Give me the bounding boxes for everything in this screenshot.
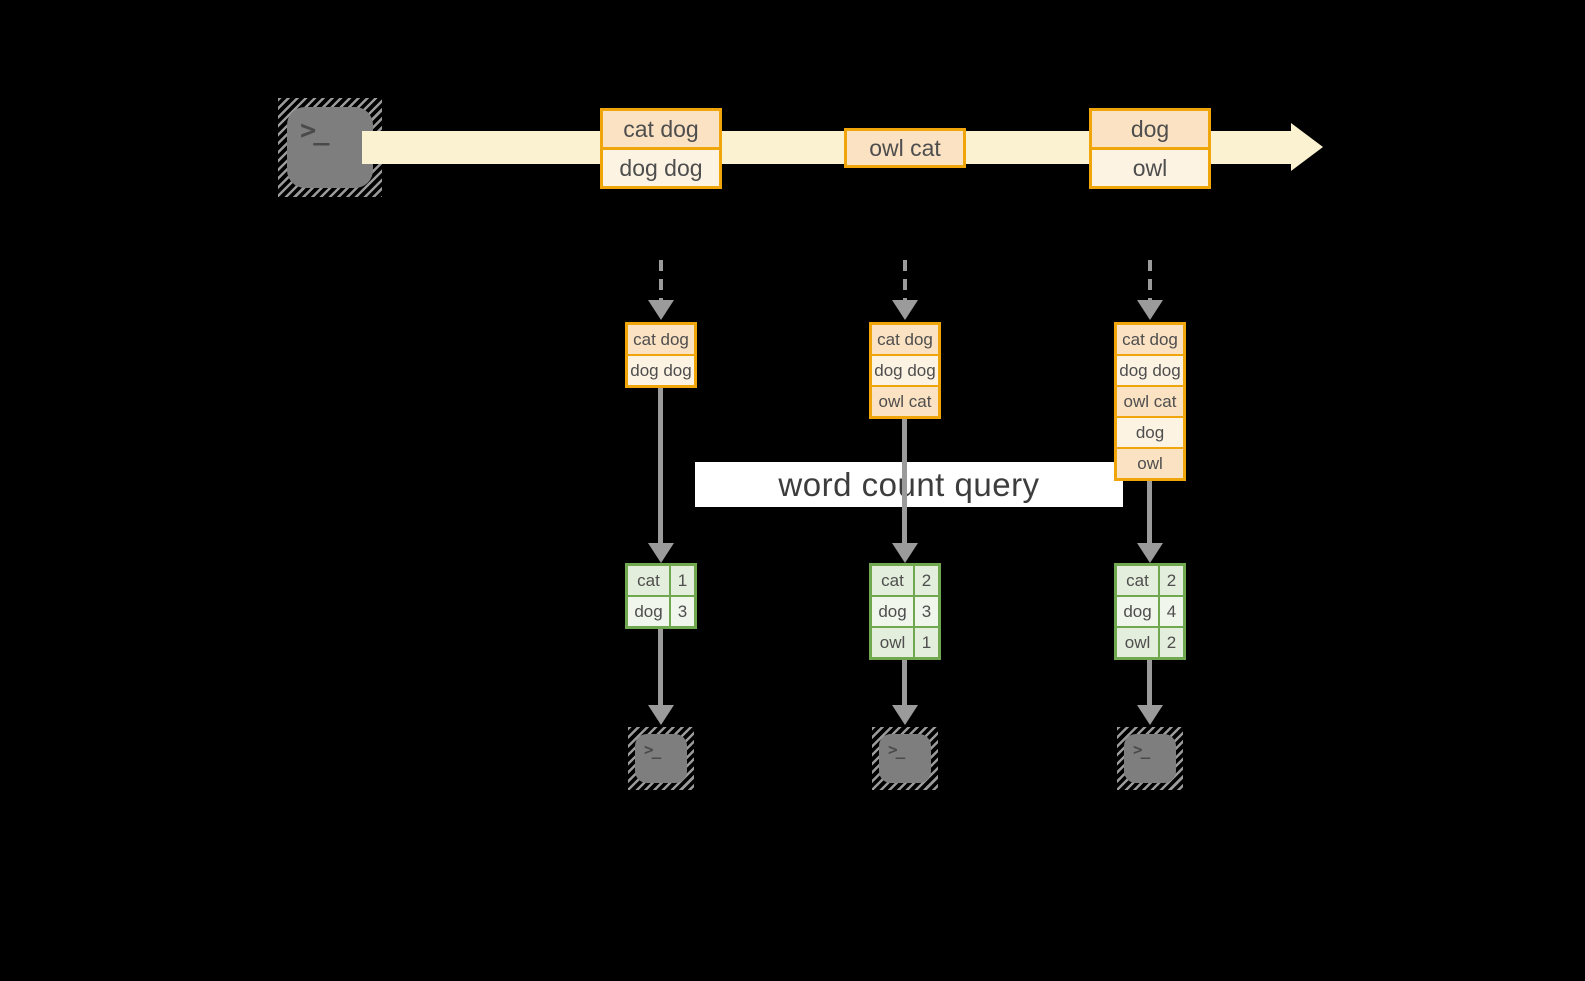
terminal-prompt-icon: >_ bbox=[1133, 740, 1150, 759]
arrowhead-icon bbox=[892, 543, 918, 563]
buffer-line: owl bbox=[1117, 447, 1183, 478]
terminal-prompt-icon: >_ bbox=[644, 740, 661, 759]
sink-terminal-icon: >_ bbox=[628, 727, 694, 790]
buffer-line: owl cat bbox=[872, 385, 938, 416]
banner-label: word count query bbox=[778, 465, 1040, 503]
count-cell: 4 bbox=[1158, 597, 1183, 626]
terminal-screen: >_ bbox=[1124, 734, 1176, 783]
word-cell: dog bbox=[872, 597, 913, 626]
count-table-2: cat 2 dog 3 owl 1 bbox=[869, 563, 941, 660]
buffer-line: dog dog bbox=[628, 354, 694, 385]
word-cell: dog bbox=[628, 597, 669, 626]
stream-event-2: owl cat bbox=[844, 128, 966, 168]
count-table-1: cat 1 dog 3 bbox=[625, 563, 697, 629]
buffer-line: dog bbox=[1117, 416, 1183, 447]
arrowhead-icon bbox=[892, 705, 918, 725]
sample-dashed-line bbox=[659, 260, 663, 301]
table-row: owl 2 bbox=[1117, 626, 1183, 657]
word-count-query-banner: word count query bbox=[695, 462, 1123, 507]
sample-dashed-line bbox=[1148, 260, 1152, 301]
terminal-screen: >_ bbox=[879, 734, 931, 783]
buffer-line: cat dog bbox=[872, 325, 938, 354]
word-cell: owl bbox=[872, 628, 913, 657]
word-cell: dog bbox=[1117, 597, 1158, 626]
stream-arrowhead-icon bbox=[1291, 123, 1323, 171]
table-row: owl 1 bbox=[872, 626, 938, 657]
table-row: dog 3 bbox=[872, 595, 938, 626]
count-cell: 3 bbox=[669, 597, 694, 626]
count-cell: 3 bbox=[913, 597, 938, 626]
sink-terminal-icon: >_ bbox=[872, 727, 938, 790]
terminal-prompt-icon: >_ bbox=[300, 115, 329, 146]
arrowhead-icon bbox=[648, 300, 674, 320]
connector-line bbox=[658, 388, 663, 544]
word-cell: cat bbox=[872, 566, 913, 595]
buffer-line: cat dog bbox=[628, 325, 694, 354]
buffer-stack-1: cat dog dog dog bbox=[625, 322, 697, 388]
connector-line bbox=[658, 629, 663, 706]
arrowhead-icon bbox=[1137, 300, 1163, 320]
stream-event-1: cat dog dog dog bbox=[600, 108, 722, 189]
terminal-screen: >_ bbox=[287, 107, 373, 188]
buffer-line: dog dog bbox=[1117, 354, 1183, 385]
arrowhead-icon bbox=[892, 300, 918, 320]
buffer-line: owl cat bbox=[1117, 385, 1183, 416]
event-line: owl bbox=[1092, 147, 1208, 186]
sample-dashed-line bbox=[903, 260, 907, 301]
arrowhead-icon bbox=[1137, 705, 1163, 725]
buffer-line: cat dog bbox=[1117, 325, 1183, 354]
count-cell: 2 bbox=[913, 566, 938, 595]
terminal-prompt-icon: >_ bbox=[888, 740, 905, 759]
count-table-3: cat 2 dog 4 owl 2 bbox=[1114, 563, 1186, 660]
connector-line bbox=[1147, 660, 1152, 706]
arrowhead-icon bbox=[648, 705, 674, 725]
connector-line bbox=[902, 419, 907, 544]
table-row: cat 2 bbox=[1117, 566, 1183, 595]
buffer-stack-3: cat dog dog dog owl cat dog owl bbox=[1114, 322, 1186, 481]
event-line: owl cat bbox=[847, 131, 963, 165]
table-row: dog 4 bbox=[1117, 595, 1183, 626]
table-row: cat 2 bbox=[872, 566, 938, 595]
event-line: dog bbox=[1092, 111, 1208, 147]
buffer-line: dog dog bbox=[872, 354, 938, 385]
count-cell: 2 bbox=[1158, 566, 1183, 595]
table-row: dog 3 bbox=[628, 595, 694, 626]
count-cell: 1 bbox=[913, 628, 938, 657]
sink-terminal-icon: >_ bbox=[1117, 727, 1183, 790]
word-cell: owl bbox=[1117, 628, 1158, 657]
word-cell: cat bbox=[1117, 566, 1158, 595]
table-row: cat 1 bbox=[628, 566, 694, 595]
event-line: dog dog bbox=[603, 147, 719, 186]
count-cell: 1 bbox=[669, 566, 694, 595]
count-cell: 2 bbox=[1158, 628, 1183, 657]
arrowhead-icon bbox=[648, 543, 674, 563]
buffer-stack-2: cat dog dog dog owl cat bbox=[869, 322, 941, 419]
arrowhead-icon bbox=[1137, 543, 1163, 563]
event-line: cat dog bbox=[603, 111, 719, 147]
connector-line bbox=[902, 660, 907, 706]
terminal-screen: >_ bbox=[635, 734, 687, 783]
stream-event-3: dog owl bbox=[1089, 108, 1211, 189]
word-cell: cat bbox=[628, 566, 669, 595]
connector-line bbox=[1147, 481, 1152, 544]
